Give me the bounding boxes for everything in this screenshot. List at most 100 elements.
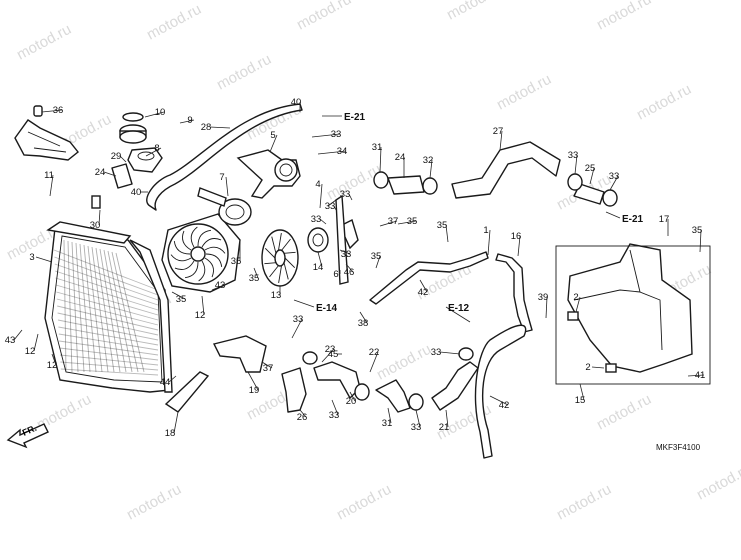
leader-line [445,224,449,243]
callout-label: 21 [439,422,450,433]
leader-line [589,167,595,185]
hose-17 [495,253,533,333]
callout-label: 38 [358,318,369,329]
leader-line [321,348,335,363]
leader-line [209,126,231,129]
leader-line [517,235,521,257]
watermark-text: motod.ru [124,481,184,524]
leader-line [609,175,619,191]
callout-label: 45 [328,349,339,360]
callout-label: 35 [176,294,187,305]
reference-label: E-14 [316,303,338,314]
callout-label: 2 [585,362,590,373]
callout-label: 32 [423,155,434,166]
reference-arrow [293,299,315,308]
leader-line [33,333,39,352]
leader-line [379,220,398,227]
callout-label: 10 [155,107,166,118]
lower-hoses [281,347,479,413]
leader-line [333,205,337,211]
watermark-text: motod.ru [214,51,274,94]
leader-line [545,296,548,319]
callout-label: 7 [219,172,224,183]
reservoir-tank [567,243,693,373]
callout-label: 12 [195,310,206,321]
filler-neck [127,147,163,173]
leader-line [359,311,368,324]
front-arrow-icon [6,423,49,449]
fan-motor [197,187,252,226]
leader-line [415,409,421,428]
bracket-20 [14,119,79,161]
leader-line [168,375,177,383]
reference-arrow [445,306,471,323]
callout-label: 43 [5,335,16,346]
callout-label: 19 [249,385,260,396]
callout-label: 2 [573,292,578,303]
leader-line [171,291,186,300]
leader-line [339,249,351,255]
leader-line [574,154,578,175]
callout-label: 33 [331,129,342,140]
callout-label: 33 [340,189,351,200]
watermark-text: motod.ru [444,0,504,24]
callout-label: 33 [568,150,579,161]
callout-label: 9 [187,115,192,126]
callout-label: 27 [493,126,504,137]
fan-14 [261,229,299,287]
leader-line [487,229,491,256]
callout-label: 33 [325,201,336,212]
callout-label: 35 [371,251,382,262]
callout-label: 43 [215,280,226,291]
leader-line [49,174,54,197]
leader-line [387,407,392,424]
stay-19 [164,371,210,413]
watermark-text: motod.ru [14,21,74,64]
reference-label: E-21 [622,214,644,225]
leader-line [375,255,381,269]
leader-line [119,155,127,163]
watermark-text: motod.ru [694,461,741,504]
leader-line [687,374,705,377]
leader-line [103,171,117,177]
fan-blades-small [264,233,296,283]
reference-label: E-12 [448,303,470,314]
leader-line [429,159,433,179]
leader-line [397,220,417,225]
callout-label: 25 [585,163,596,174]
leader-line [348,193,353,201]
thermostat-housing [236,149,301,199]
leader-line [439,351,461,355]
watermark-text: motod.ru [294,0,354,34]
callout-label: 8 [154,143,159,154]
leader-line [489,395,509,406]
callout-label: 23 [325,344,336,355]
leader-lines [13,102,705,434]
reference-label: E-21 [344,112,366,123]
leader-line [331,399,339,416]
upper-hoses [373,141,618,207]
leader-line [291,318,303,339]
callout-label: 41 [695,370,706,381]
leader-line [51,353,57,366]
callout-label: 35 [249,273,260,284]
callout-label: 33 [341,249,352,260]
diagram-code: MKF3F4100 [656,443,701,452]
callout-label: 40 [131,187,142,198]
leader-line [261,361,273,369]
callout-label: 29 [111,151,122,162]
callout-label: 24 [395,152,406,163]
callout-label: 20 [346,396,357,407]
leader-line [311,133,341,138]
leader-line [319,218,327,225]
callout-label: 26 [297,412,308,423]
reference-arrow [605,211,621,219]
callout-label: 33 [311,214,322,225]
callout-label: 28 [201,122,212,133]
leader-line [379,146,382,173]
callout-label: 4 [315,179,320,190]
leader-line [349,391,356,402]
watermark-text: motod.ru [144,1,204,44]
callout-label: 33 [293,314,304,325]
reservoir-box [555,245,711,385]
